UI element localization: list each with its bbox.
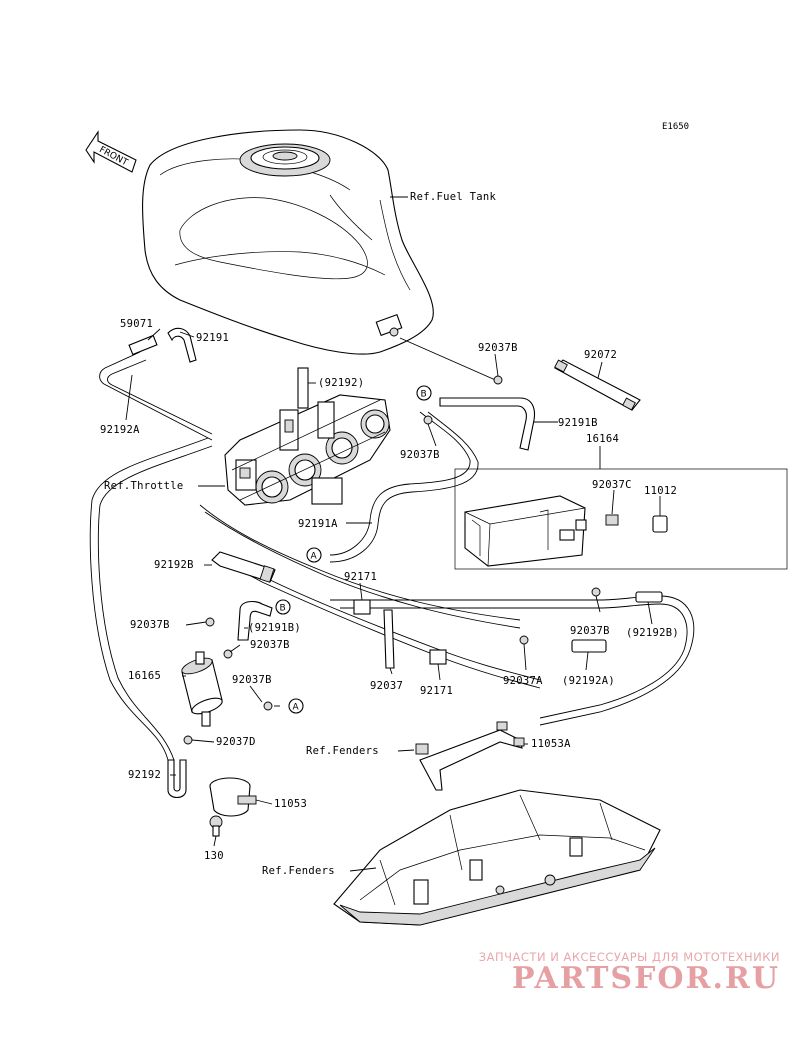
label-92037B-2: 92037B: [400, 449, 440, 461]
watermark-brand: PARTSFOR.RU: [512, 961, 780, 996]
grommet: [415, 743, 429, 755]
clamp-92037B-1: [493, 375, 503, 385]
marker-a-1: A: [306, 547, 322, 563]
label-11053: 11053: [274, 798, 307, 810]
clamp-92037B-3: [205, 617, 215, 627]
svg-text:A: A: [311, 552, 318, 562]
label-92037D: 92037D: [216, 736, 256, 748]
label-130: 130: [204, 850, 224, 862]
label-92191A: 92191A: [298, 518, 338, 530]
label-92192B-paren: (92192B): [626, 627, 679, 639]
ref-fenders-label-a: Ref.Fenders: [306, 745, 379, 757]
cap-11012: [652, 515, 668, 533]
bracket-11053A: [419, 721, 525, 791]
marker-a-2: A: [288, 698, 304, 714]
label-92171-2: 92171: [420, 685, 453, 697]
marker-b-1: B: [416, 385, 432, 401]
clamp-92037B-2: [423, 415, 433, 425]
throttle-bodies: [224, 394, 391, 506]
label-92192B: 92192B: [154, 559, 194, 571]
label-92192A-paren: (92192A): [562, 675, 615, 687]
strap-92072: [554, 359, 641, 411]
rear-fender-tray: [333, 789, 661, 926]
clamp-92037A: [519, 635, 529, 645]
fuel-tank: [142, 129, 434, 355]
clamp-92037B-6: [263, 701, 273, 711]
label-59071: 59071: [120, 318, 153, 330]
bracket-92037: [383, 609, 395, 669]
label-92192: 92192: [128, 769, 161, 781]
ref-fuel-tank-label: Ref.Fuel Tank: [410, 191, 496, 203]
label-92191: 92191: [196, 332, 229, 344]
canister-box: [454, 468, 788, 570]
label-92191B-paren: (92191B): [248, 622, 301, 634]
band-11053: [209, 777, 257, 817]
label-92037: 92037: [370, 680, 403, 692]
watermark: ЗАПЧАСТИ И АКСЕССУАРЫ ДЛЯ МОТОТЕХНИКИ PA…: [479, 950, 780, 994]
canister-16164: [464, 495, 587, 567]
label-92037B-6: 92037B: [232, 674, 272, 686]
label-92037A: 92037A: [503, 675, 543, 687]
label-16164: 16164: [586, 433, 619, 445]
label-16165: 16165: [128, 670, 161, 682]
label-92037B-1: 92037B: [478, 342, 518, 354]
svg-text:B: B: [421, 390, 427, 400]
clip-92171-1: [353, 599, 371, 615]
clip-92171-2: [429, 649, 447, 665]
bolt-130: [209, 815, 223, 837]
ref-throttle-label: Ref.Throttle: [104, 480, 183, 492]
svg-text:A: A: [293, 703, 300, 713]
svg-text:B: B: [280, 604, 286, 614]
label-92037B-4: 92037B: [570, 625, 610, 637]
label-92192A: 92192A: [100, 424, 140, 436]
label-11012: 11012: [644, 485, 677, 497]
clamp-92037D: [183, 735, 193, 745]
label-92037B-5: 92037B: [250, 639, 290, 651]
label-92192-paren: (92192): [318, 377, 364, 389]
label-92072: 92072: [584, 349, 617, 361]
clamp-92037B-4: [591, 587, 601, 597]
label-92191B: 92191B: [558, 417, 598, 429]
diagram-code: E1650: [662, 122, 689, 132]
label-11053A: 11053A: [531, 738, 571, 750]
front-arrow-icon: FRONT: [85, 130, 137, 173]
ref-fenders-label-b: Ref.Fenders: [262, 865, 335, 877]
clamp-92037C: [605, 514, 619, 526]
label-92037C: 92037C: [592, 479, 632, 491]
fuel-filter-16165: [181, 651, 223, 727]
watermark-tagline: ЗАПЧАСТИ И АКСЕССУАРЫ ДЛЯ МОТОТЕХНИКИ: [478, 950, 780, 964]
label-92037B-3: 92037B: [130, 619, 170, 631]
label-92171-1: 92171: [344, 571, 377, 583]
marker-b-2: B: [275, 599, 291, 615]
